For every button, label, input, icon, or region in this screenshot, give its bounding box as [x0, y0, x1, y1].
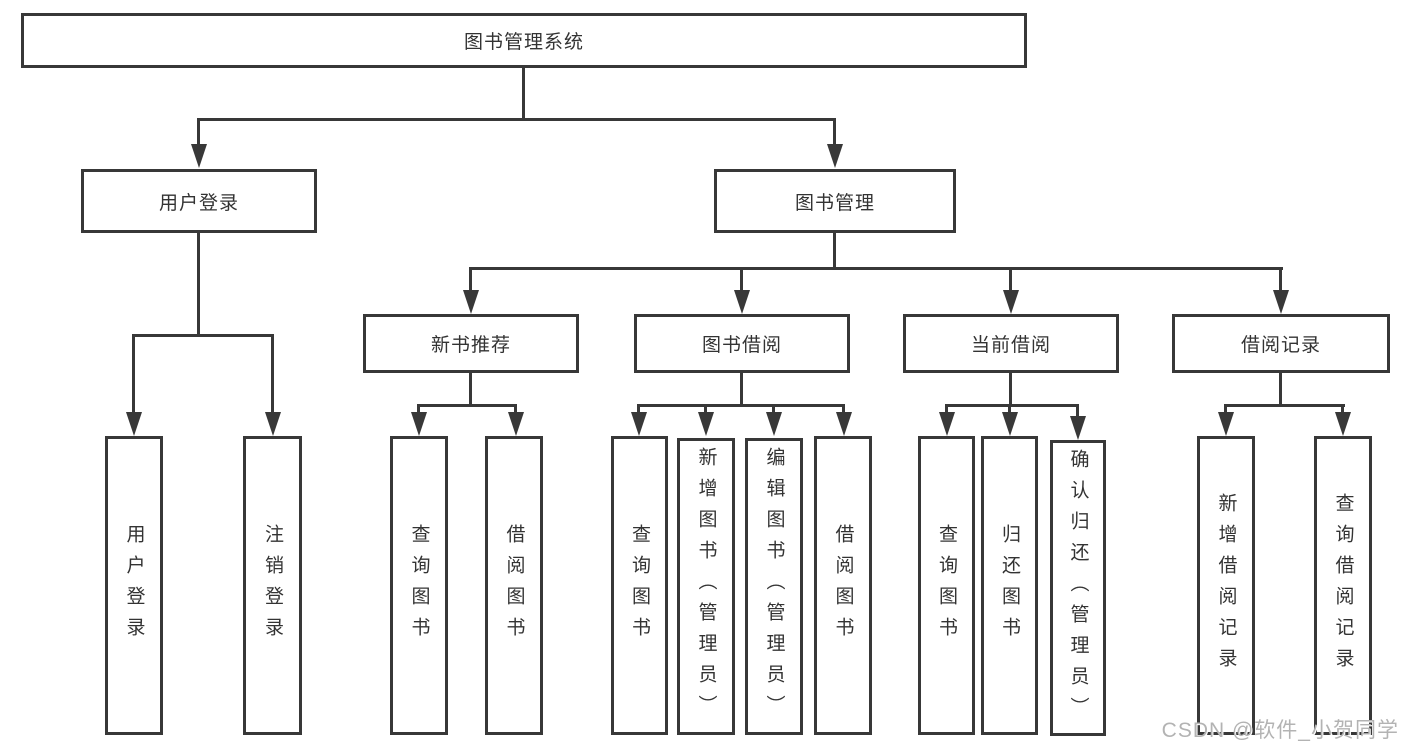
leaf-user-login: 用户登录 [105, 436, 163, 735]
node-library-system: 图书管理系统 [21, 13, 1027, 68]
arrow-down-icon [836, 412, 852, 436]
node-label: 图书借阅 [701, 335, 782, 356]
node-label: 归还图书 [999, 523, 1020, 648]
connector-line [945, 404, 1079, 407]
connector-line [522, 68, 525, 120]
node-user-login: 用户登录 [81, 169, 317, 233]
node-label: 借阅图书 [832, 523, 854, 648]
connector-line [1279, 373, 1282, 407]
node-label: 借阅图书 [503, 523, 525, 648]
connector-line [1224, 404, 1227, 416]
leaf-logout: 注销登录 [243, 436, 302, 735]
connector-line [417, 404, 420, 416]
connector-line [1009, 373, 1012, 407]
connector-line [833, 118, 836, 146]
node-label: 查询图书 [408, 523, 430, 648]
node-new-book-recommend: 新书推荐 [363, 314, 579, 373]
node-label: 新增借阅记录 [1215, 492, 1237, 679]
connector-line [469, 373, 472, 407]
connector-line [1008, 404, 1011, 416]
arrow-down-icon [734, 290, 750, 314]
leaf-edit-book-admin: 编辑图书（管理员） [745, 438, 803, 735]
node-current-borrowing: 当前借阅 [903, 314, 1119, 373]
node-label: 注销登录 [262, 523, 283, 648]
node-label: 用户登录 [123, 523, 145, 648]
connector-line [833, 233, 836, 270]
arrow-down-icon [463, 290, 479, 314]
leaf-confirm-return-admin: 确认归还（管理员） [1050, 440, 1106, 736]
node-label: 新增图书（管理员） [695, 447, 717, 726]
node-label: 新书推荐 [430, 335, 511, 356]
connector-line [740, 373, 743, 407]
node-book-management: 图书管理 [714, 169, 956, 233]
connector-line [1009, 267, 1012, 292]
node-label: 图书管理 [794, 192, 875, 214]
connector-line [1279, 267, 1282, 292]
leaf-query-borrow-record: 查询借阅记录 [1314, 436, 1372, 735]
leaf-query-books-current: 查询图书 [918, 436, 975, 735]
leaf-query-books-recommend: 查询图书 [390, 436, 448, 735]
arrow-down-icon [1003, 290, 1019, 314]
arrow-down-icon [766, 412, 782, 436]
connector-line [197, 233, 200, 337]
node-label: 查询图书 [936, 523, 957, 648]
arrow-down-icon [126, 412, 142, 436]
arrow-down-icon [1218, 412, 1234, 436]
arrow-down-icon [698, 412, 714, 436]
node-label: 当前借阅 [970, 335, 1051, 356]
arrow-down-icon [1002, 412, 1018, 436]
arrow-down-icon [631, 412, 647, 436]
connector-line [198, 118, 836, 121]
arrow-down-icon [1070, 416, 1086, 440]
arrow-down-icon [265, 412, 281, 436]
connector-line [1341, 404, 1344, 416]
connector-line [637, 404, 845, 407]
node-label: 编辑图书（管理员） [763, 447, 785, 726]
connector-line [469, 267, 472, 292]
connector-line [271, 334, 274, 414]
connector-line [132, 334, 274, 337]
arrow-down-icon [1335, 412, 1351, 436]
leaf-borrow-books-recommend: 借阅图书 [485, 436, 543, 735]
node-borrowing-records: 借阅记录 [1172, 314, 1390, 373]
leaf-query-books-borrowing: 查询图书 [611, 436, 668, 735]
connector-line [772, 404, 775, 416]
connector-line [842, 404, 845, 416]
arrow-down-icon [508, 412, 524, 436]
connector-line [945, 404, 948, 416]
connector-line [1076, 404, 1079, 418]
node-label: 图书管理系统 [463, 32, 584, 53]
connector-line [417, 404, 517, 407]
connector-line [469, 267, 1283, 270]
connector-line [1224, 404, 1345, 407]
csdn-watermark: CSDN @软件_小贺同学 [1161, 719, 1399, 742]
arrow-down-icon [191, 144, 207, 168]
node-label: 查询图书 [629, 523, 650, 648]
node-label: 查询借阅记录 [1332, 492, 1354, 679]
leaf-return-books: 归还图书 [981, 436, 1038, 735]
connector-line [514, 404, 517, 416]
connector-line [132, 334, 135, 414]
node-label: 确认归还（管理员） [1067, 448, 1089, 728]
node-label: 用户登录 [158, 192, 239, 214]
node-book-borrowing: 图书借阅 [634, 314, 850, 373]
arrow-down-icon [939, 412, 955, 436]
connector-line [197, 118, 200, 146]
connector-line [637, 404, 640, 416]
arrow-down-icon [411, 412, 427, 436]
arrow-down-icon [1273, 290, 1289, 314]
leaf-add-borrow-record: 新增借阅记录 [1197, 436, 1255, 735]
connector-line [704, 404, 707, 416]
connector-line [740, 267, 743, 292]
leaf-add-book-admin: 新增图书（管理员） [677, 438, 735, 735]
leaf-borrow-books-borrowing: 借阅图书 [814, 436, 872, 735]
arrow-down-icon [827, 144, 843, 168]
node-label: 借阅记录 [1240, 335, 1321, 356]
